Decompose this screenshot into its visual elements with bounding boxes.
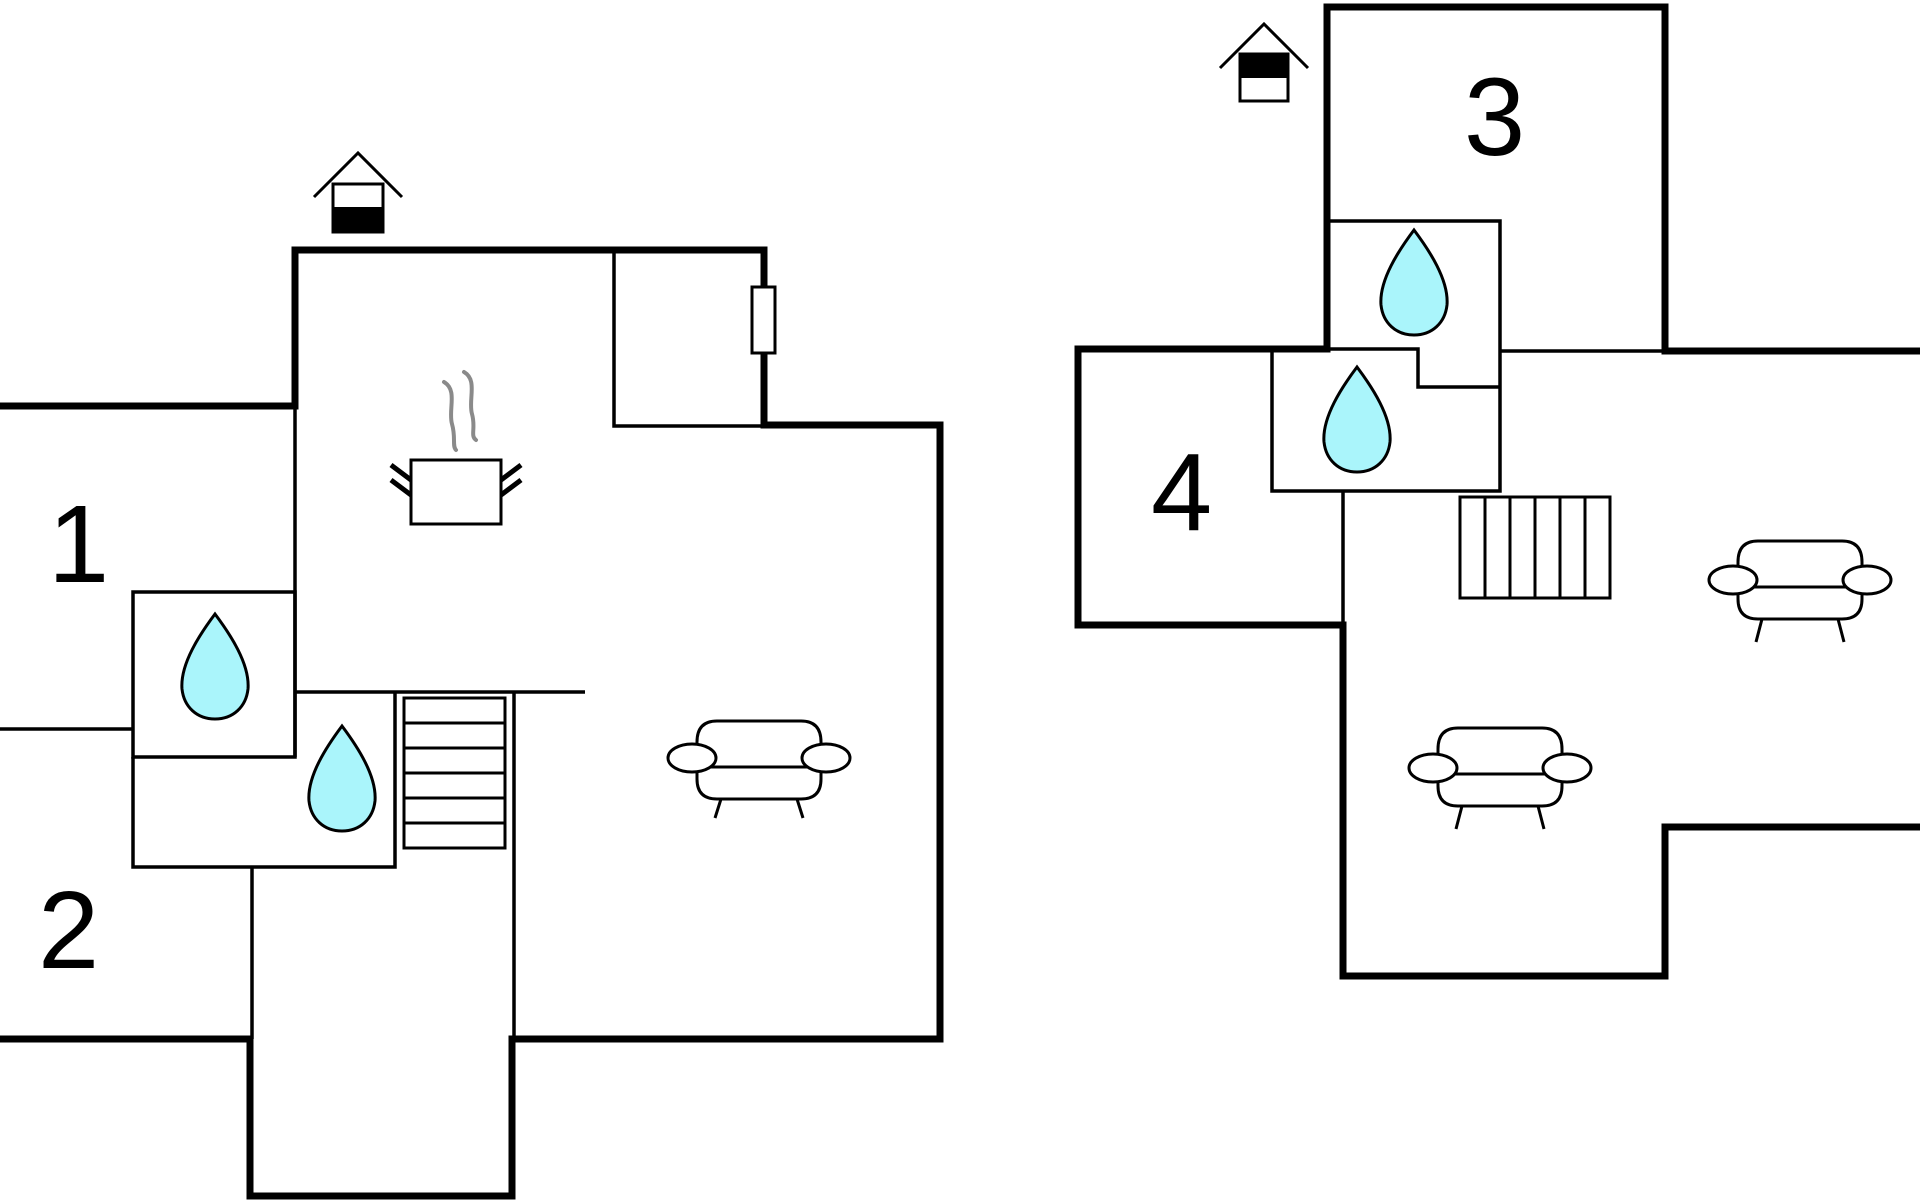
ground-floor-plan: 1 2 [0,150,944,1200]
sofa-icon [1407,726,1593,830]
room-number: 2 [38,869,99,992]
upper-inner-wall [1270,219,1502,493]
bathroom-drop-icon [307,723,377,833]
sofa-icon [1707,539,1893,643]
bathroom-drop-icon [1322,364,1392,474]
stairs-icon [402,696,507,850]
window-icon [750,285,777,355]
ground-inner-wall [131,692,397,869]
bathroom-drop-icon [180,611,250,721]
kitchen-pot-icon [389,370,523,526]
upper-floor-plan: 3 4 [1074,3,1920,980]
room-number: 1 [48,483,109,606]
stairs-icon [1458,495,1612,600]
room-number: 4 [1151,431,1212,554]
room-number: 3 [1464,56,1525,179]
ground-inner-wall [612,250,764,428]
entrance-icon [312,150,404,234]
bathroom-drop-icon [1379,227,1449,337]
upper-floor-outer-wall [1074,3,1920,980]
ground-floor-outer-wall [0,246,944,1200]
ground-inner-wall [131,590,297,759]
upper-inner-wall [1330,347,1500,389]
entrance-icon [1218,21,1310,103]
sofa-icon [666,719,852,819]
